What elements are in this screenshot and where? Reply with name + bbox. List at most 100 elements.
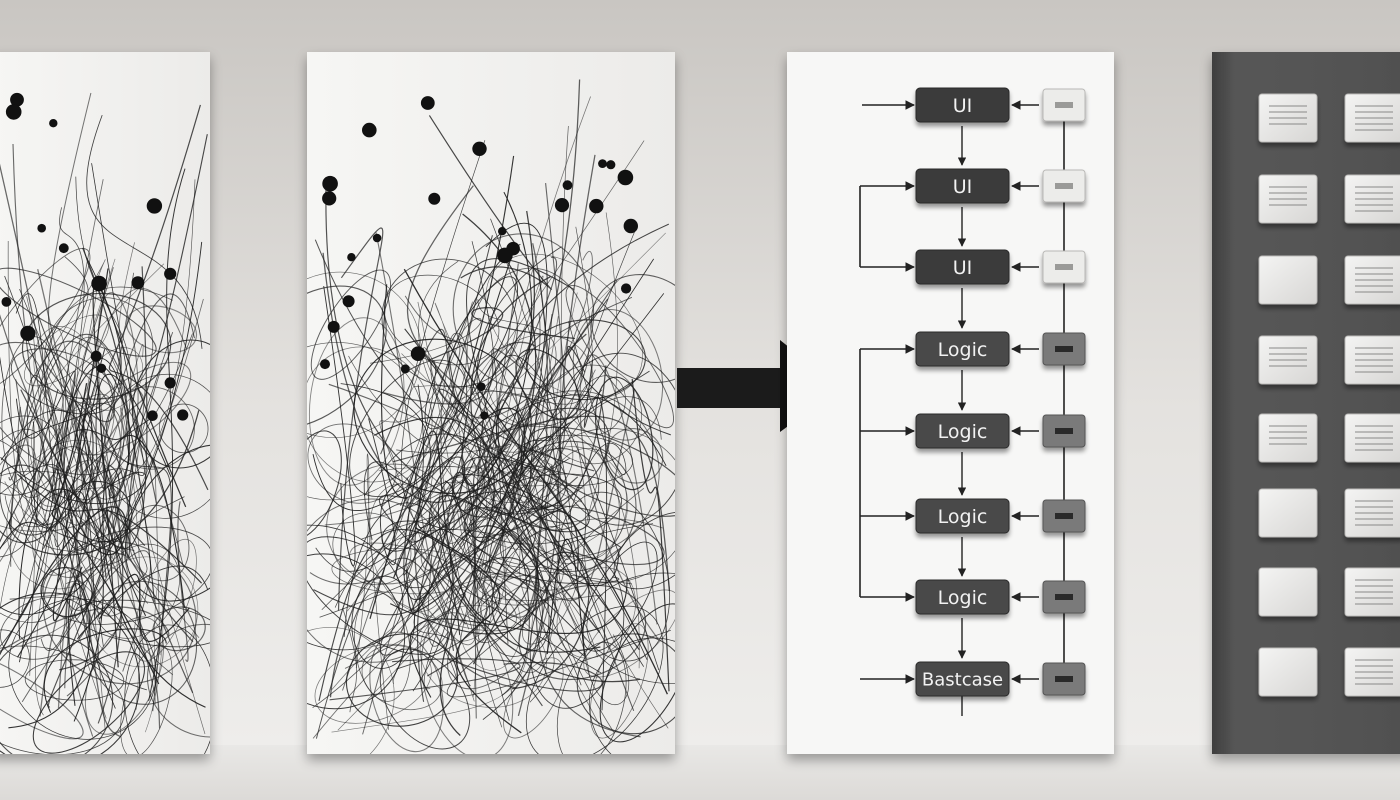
wire-curve [342, 295, 461, 691]
wire-loop [331, 548, 482, 595]
module-tile [1344, 255, 1400, 305]
wire-loop [599, 603, 675, 743]
wire-curve [8, 333, 157, 504]
wire-curve [379, 298, 609, 656]
wire-loop [0, 629, 30, 688]
wire-curve [520, 333, 607, 511]
flow-node: Logic [915, 579, 1010, 615]
wire-loop [595, 376, 654, 491]
wire-loop [529, 557, 625, 709]
wire-curve [315, 557, 471, 739]
wire-loop [105, 386, 195, 470]
wire-curve [477, 256, 618, 474]
wire-node-dot [497, 247, 513, 264]
wire-node-dot [49, 119, 58, 128]
side-module-glyph [1055, 676, 1073, 682]
wire-loop [94, 543, 180, 639]
wire-loop [459, 423, 621, 591]
wire-curve [381, 458, 579, 634]
wire-node-dot [20, 325, 36, 341]
wire-node-dot [327, 320, 340, 333]
wire-node-dot [91, 275, 107, 292]
wire-loop [124, 444, 210, 602]
tangled-panel-left [0, 52, 210, 754]
wire-node-dot [146, 198, 163, 214]
wire-loop [120, 644, 173, 754]
wire-loop [0, 470, 102, 532]
wire-loop [452, 233, 595, 390]
wire-curve [318, 528, 586, 702]
wire-loop [466, 267, 590, 427]
wire-curve [328, 183, 566, 471]
wire-node-dot [362, 122, 377, 138]
wire-curve [529, 226, 638, 703]
side-module-glyph [1055, 594, 1073, 600]
wire-node-dot [5, 104, 22, 120]
wire-loop [0, 415, 62, 496]
wire-loop [6, 439, 131, 590]
wire-curve [59, 510, 146, 671]
flow-node: Logic [915, 413, 1010, 449]
wire-loop [408, 481, 565, 606]
wire-loop [345, 633, 459, 727]
wire-loop [308, 317, 405, 486]
modular-panel-right [1212, 52, 1400, 754]
wire-loop [349, 542, 518, 632]
wire-loop [589, 623, 649, 739]
tangled-panel-middle [307, 52, 675, 754]
wire-node-dot [58, 243, 69, 254]
wire-curve [485, 523, 654, 657]
module-tile [1258, 413, 1318, 463]
wire-curve [392, 407, 526, 579]
wire-loop [556, 641, 627, 754]
wire-node-dot [562, 180, 573, 191]
wire-loop [545, 447, 628, 562]
wire-curve [4, 344, 144, 526]
wire-loop [0, 592, 141, 754]
wire-curve [368, 418, 400, 566]
wire-loop [146, 623, 210, 738]
wire-loop [307, 553, 406, 710]
wire-loop [518, 584, 647, 681]
wire-loop [368, 483, 451, 612]
wire-loop [307, 430, 342, 540]
side-module-glyph [1055, 264, 1073, 270]
wire-loop [419, 604, 547, 708]
wire-node-dot [164, 377, 176, 389]
wire-loop [131, 339, 210, 469]
wire-loop [503, 657, 564, 739]
wire-curve [545, 396, 662, 733]
wire-node-dot [617, 169, 634, 186]
wire-loop [0, 634, 114, 754]
side-module-box [1042, 580, 1086, 614]
wire-node-dot [322, 191, 337, 206]
wire-loop [381, 258, 518, 388]
wire-loop [525, 319, 646, 401]
wire-curve [73, 298, 204, 618]
wire-loop [588, 637, 675, 754]
wire-loop [0, 596, 88, 660]
wire-loop [87, 580, 198, 705]
flow-node-label: Bastcase [922, 670, 1003, 691]
wire-loop [473, 526, 565, 643]
module-tile [1344, 567, 1400, 617]
wire-loop [351, 575, 415, 669]
module-tile-grid [1258, 93, 1400, 697]
wire-loop [0, 649, 84, 740]
wire-node-dot [498, 227, 507, 236]
wire-loop [0, 464, 57, 544]
wire-loop [23, 314, 110, 387]
wire-curve [491, 510, 601, 653]
wire-curve [43, 628, 167, 713]
wire-node-dot [410, 346, 426, 362]
wire-loop [307, 627, 395, 754]
wire-curve [61, 507, 200, 639]
side-module-box [1042, 332, 1086, 366]
wire-curve [95, 373, 172, 478]
wire-loop [473, 407, 610, 515]
flow-node-label: Logic [938, 339, 988, 361]
wire-curve [439, 232, 666, 444]
wire-node-dot [606, 160, 616, 170]
wire-loop [326, 463, 455, 585]
